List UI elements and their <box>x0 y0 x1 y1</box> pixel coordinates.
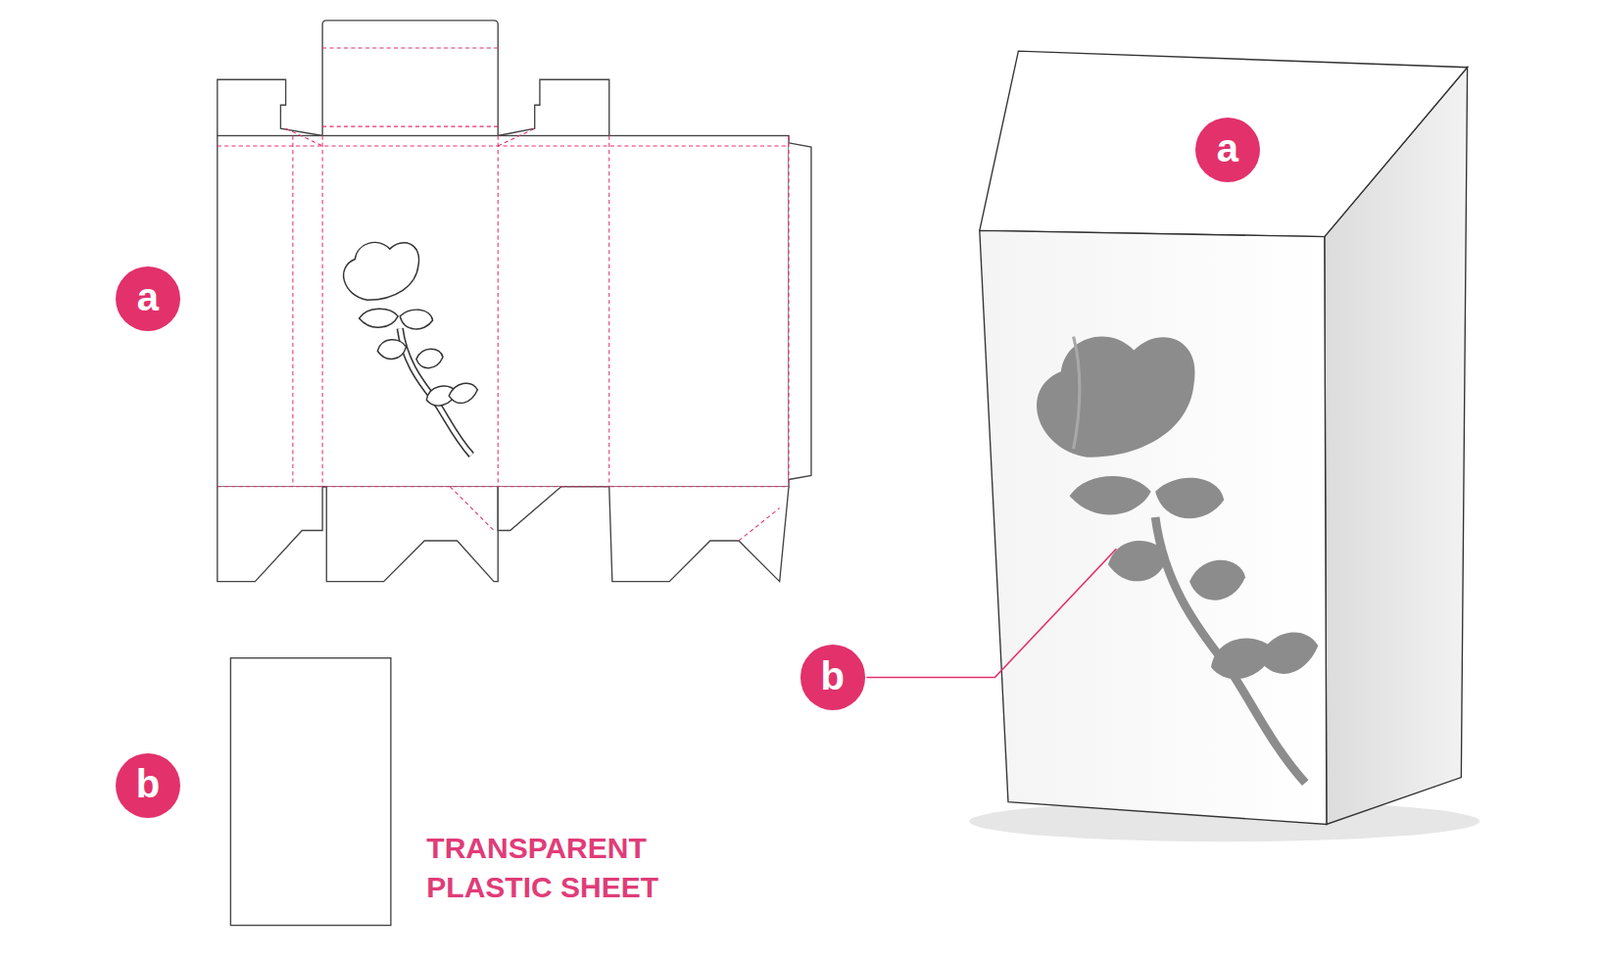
callout-letter: b <box>136 764 160 804</box>
callout-circle: b <box>800 644 867 711</box>
callout-circle: a <box>1195 117 1261 184</box>
callout-circle: b <box>115 753 182 820</box>
callout-circle: a <box>115 266 182 333</box>
callout-letter: a <box>137 277 159 317</box>
callout-letter: a <box>1216 128 1239 168</box>
callout-letter: b <box>821 656 845 696</box>
leader-line <box>866 548 1116 678</box>
part-label: TRANSPARENT PLASTIC SHEET <box>426 828 740 908</box>
